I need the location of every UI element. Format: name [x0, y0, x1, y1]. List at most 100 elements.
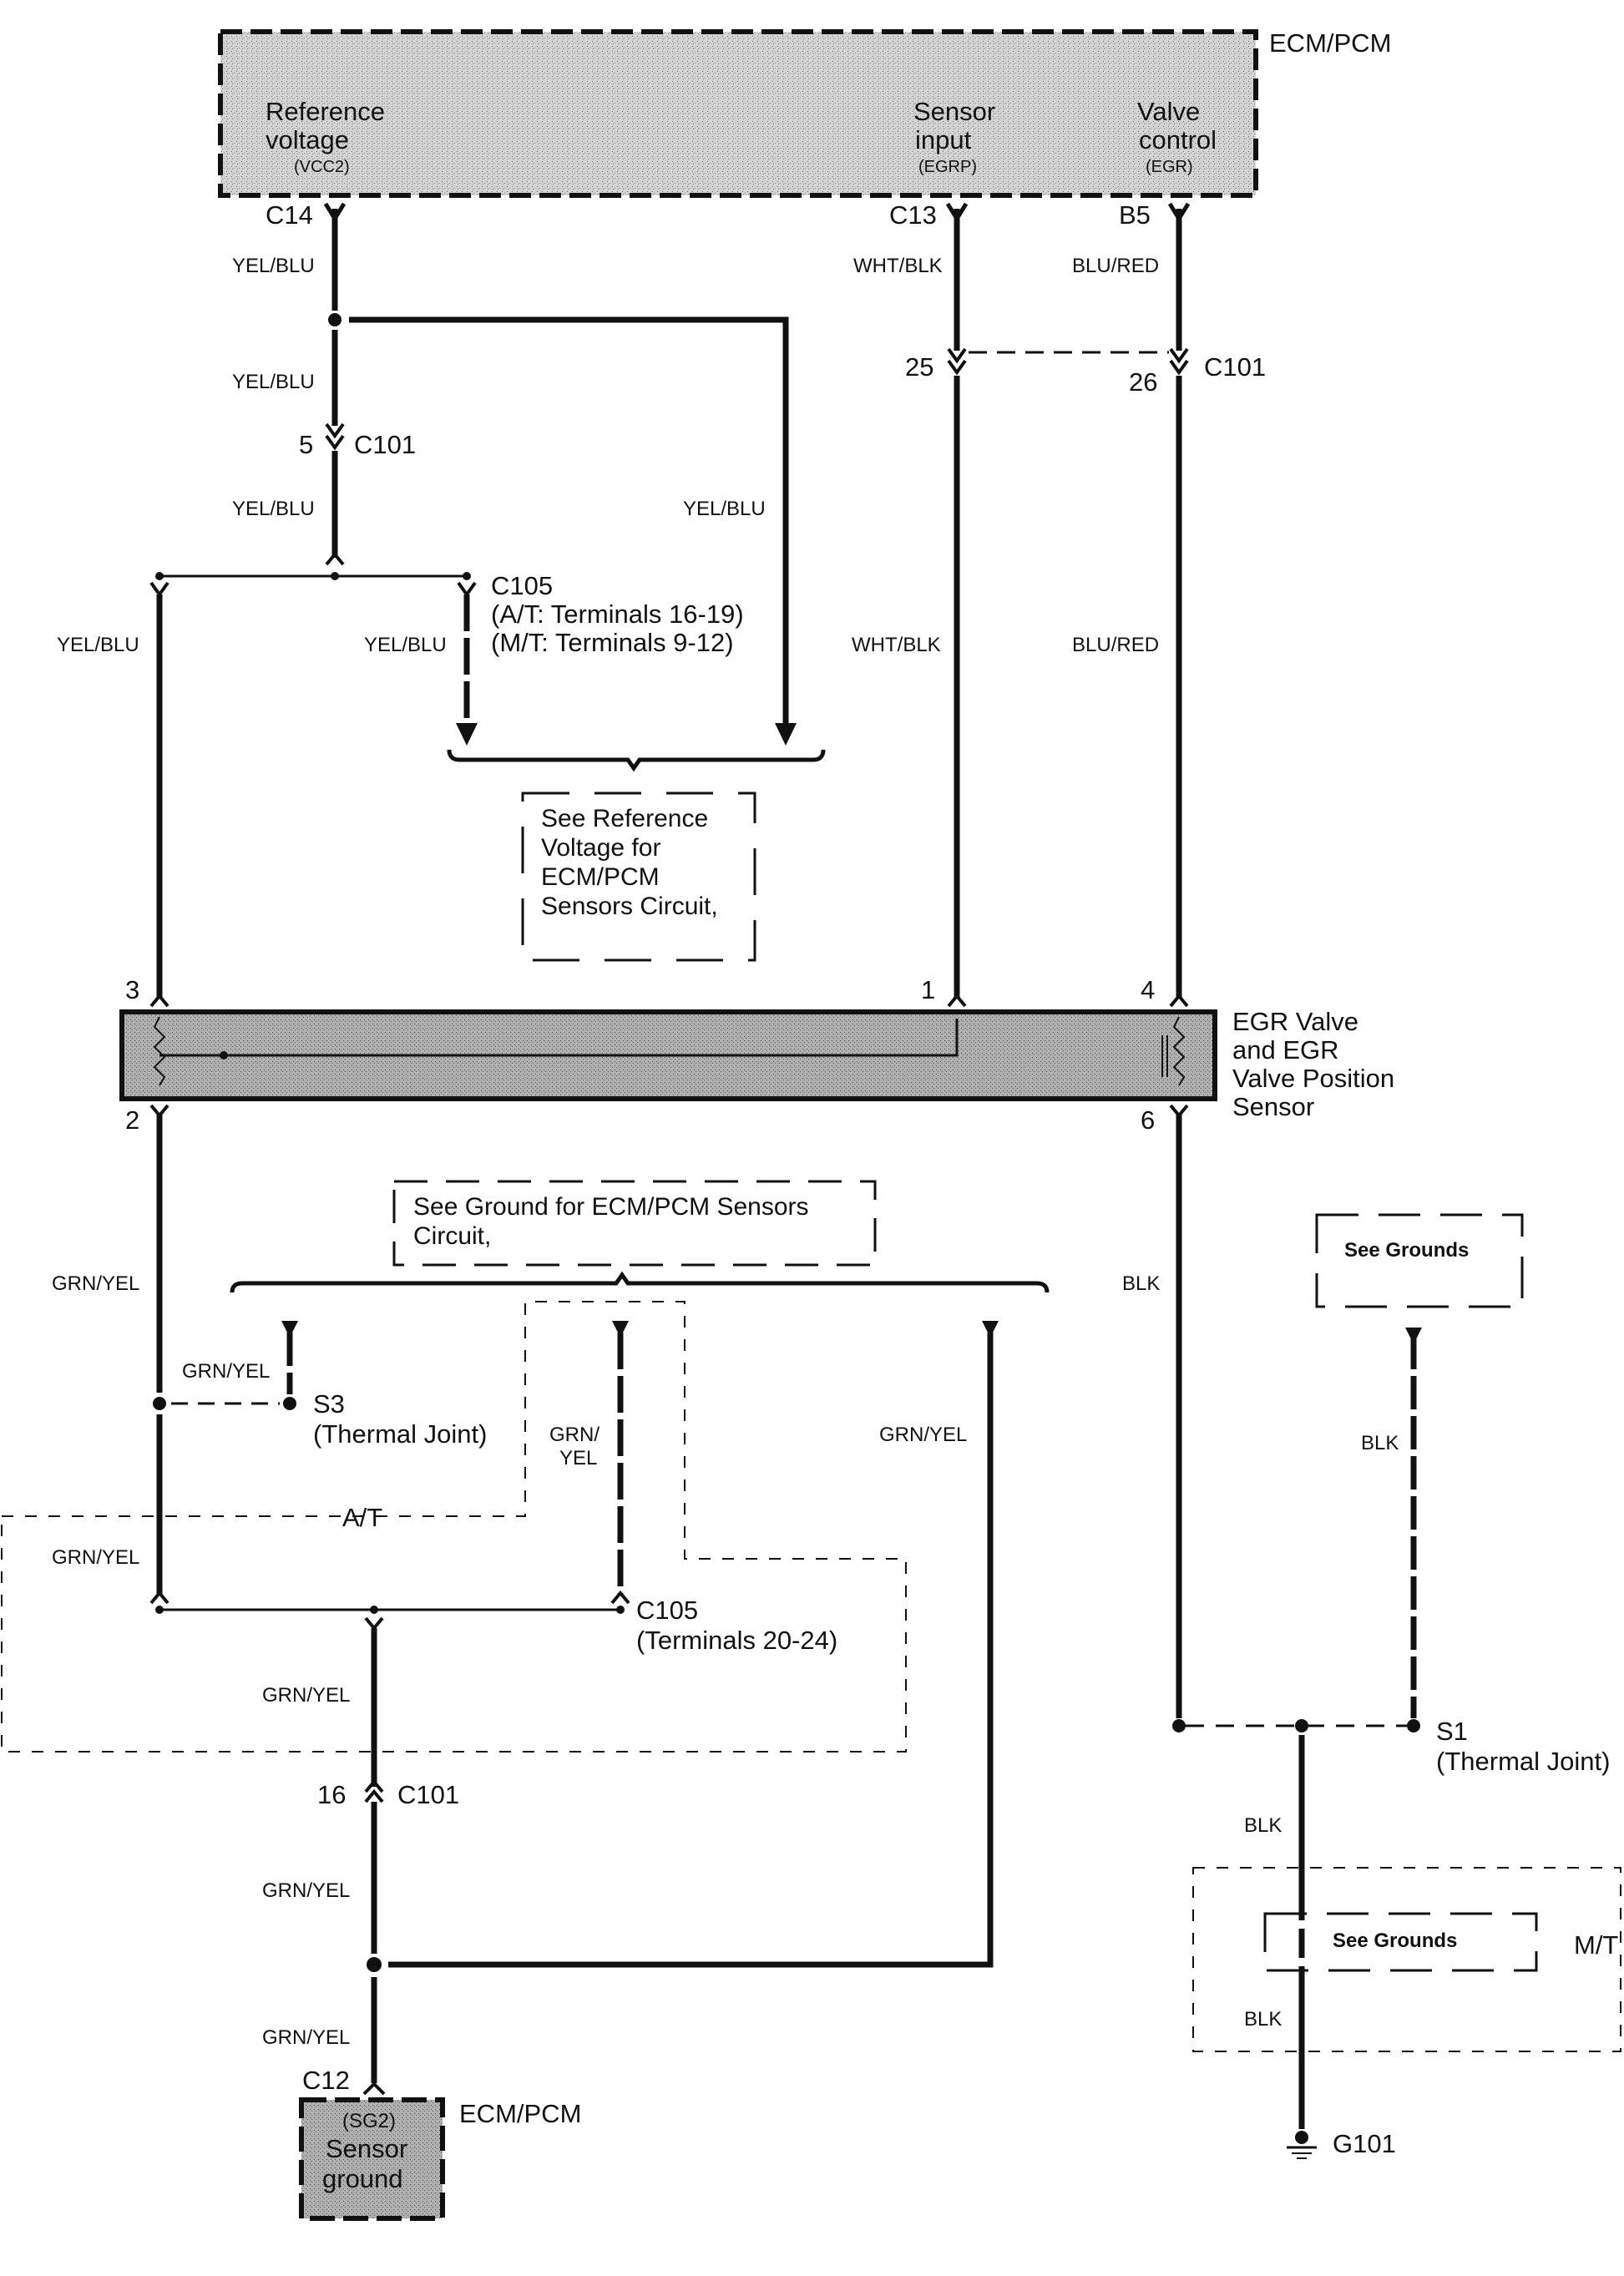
note-line: ECM/PCM [541, 863, 660, 891]
splice-points [153, 313, 1420, 1972]
wire-label: YEL/BLU [683, 498, 766, 520]
wire-label: BLU/RED [1072, 255, 1159, 277]
c12-terminal-icon [362, 2081, 386, 2096]
c101-pin25-connector-icon [947, 347, 967, 376]
egr-pin-6: 6 [1141, 1105, 1155, 1135]
pin-name-sensor-2: input [915, 125, 972, 154]
egr-pin-1: 1 [921, 975, 935, 1004]
s3-description: (Thermal Joint) [313, 1419, 487, 1449]
egr-name-line: and EGR [1232, 1035, 1339, 1065]
note-line: See Reference [541, 805, 708, 832]
wire-label: BLK [1122, 1272, 1160, 1295]
c101-pin5-connector-icon [325, 422, 345, 451]
c105-connector-icon [149, 581, 477, 598]
wire-label: YEL [559, 1447, 597, 1469]
wire-label: GRN/YEL [879, 1424, 967, 1446]
splice-dot [331, 572, 339, 580]
wire-label: GRN/YEL [262, 2026, 350, 2049]
wire-label: BLK [1361, 1432, 1399, 1454]
female-terminal-icon [364, 1616, 384, 1631]
ground-note[interactable]: See Ground for ECM/PCM Sensors Circuit, [392, 1180, 877, 1267]
s1-label: S1 [1436, 1717, 1468, 1746]
see-grounds-mt-note[interactable]: See Grounds [1263, 1912, 1538, 1972]
note-line: Voltage for [541, 834, 660, 862]
note-line: See Ground for ECM/PCM Sensors [413, 1193, 809, 1221]
c105-lower-connector-icon [149, 1590, 630, 1605]
wire-label: YEL/BLU [232, 371, 315, 393]
wire-label: GRN/YEL [262, 1879, 350, 1902]
c105-mt-terminals: (M/T: Terminals 9-12) [491, 628, 734, 657]
note-line: Sensors Circuit, [541, 893, 718, 920]
reference-voltage-note[interactable]: See Reference Voltage for ECM/PCM Sensor… [521, 792, 756, 962]
note-box [521, 792, 756, 962]
ecm-pcm-top-module: ECM/PCM Reference voltage (VCC2) Sensor … [218, 28, 1391, 198]
see-grounds-label: See Grounds [1344, 1239, 1469, 1262]
egr-pin-3: 3 [125, 975, 139, 1004]
s1-dot [1407, 1719, 1420, 1732]
male-terminal-icon [325, 551, 345, 566]
wire-label: WHT/BLK [853, 255, 943, 277]
reference-voltage-brace [447, 749, 826, 772]
sensor-ground-box [299, 2097, 445, 2221]
arrow-down-icon [1405, 1328, 1422, 1344]
s3-label: S3 [313, 1389, 345, 1419]
c101-pin26-connector-icon [1169, 347, 1189, 376]
egr-name-line: Sensor [1232, 1092, 1314, 1121]
c101-pin-16: 16 [317, 1780, 346, 1809]
note-box [392, 1180, 877, 1267]
ecm-pcm-bottom-title: ECM/PCM [459, 2099, 581, 2128]
arrow-down-icon [775, 723, 797, 746]
c101-label: C101 [354, 430, 416, 459]
splice-dot [367, 1957, 382, 1972]
at-label: A/T [342, 1503, 382, 1532]
blk-ground-section: BLK See Grounds BLK S1 (Thermal Joint) B… [1122, 1213, 1621, 2159]
wire-yel-blu-right-branch [349, 316, 789, 726]
s1-mid-dot [1295, 1719, 1308, 1732]
c101-label: C101 [397, 1780, 459, 1809]
egr-pin-2: 2 [125, 1105, 139, 1135]
pin-name-sensor-1: Sensor [913, 97, 995, 126]
egr-top-terminal-icon [149, 993, 1189, 1008]
pin-name-valve-2: control [1139, 125, 1217, 154]
arrow-down-icon [456, 723, 478, 746]
upper-wire-labels: YEL/BLU YEL/BLU 5 C101 YEL/BLU YEL/BLU Y… [57, 255, 1266, 657]
connector-symbols [149, 347, 1189, 2096]
ground-brace [230, 1271, 1050, 1293]
s1-description: (Thermal Joint) [1436, 1747, 1610, 1776]
ecm-top-pins: C14 C13 B5 [266, 200, 1191, 230]
wiper-dot [220, 1051, 228, 1060]
wire-label: GRN/YEL [262, 1684, 350, 1707]
wire-label: YEL/BLU [232, 255, 315, 277]
splice-dot [328, 313, 341, 326]
note-line: Circuit, [413, 1222, 491, 1250]
c105-label: C105 [491, 571, 553, 600]
pin-signal-vcc2: (VCC2) [294, 158, 350, 176]
wires [156, 209, 1417, 2129]
pin-name-reference-1: Reference [266, 97, 385, 126]
c105-at-terminals: (A/T: Terminals 16-19) [491, 599, 744, 629]
arrow-down-icon [982, 1321, 999, 1338]
g101-label: G101 [1333, 2129, 1396, 2158]
note-box [1315, 1213, 1524, 1308]
arrows [281, 723, 1422, 1344]
ground-wire-labels: GRN/YEL GRN/YEL S3 (Thermal Joint) GRN/ … [52, 1272, 967, 2049]
c105-lower-terminals: (Terminals 20-24) [636, 1626, 837, 1655]
c101-pin-25: 25 [905, 352, 933, 382]
wire-label: YEL/BLU [364, 634, 447, 656]
wire-label: BLK [1244, 1814, 1282, 1837]
egr-name-line: EGR Valve [1232, 1007, 1358, 1036]
pin-signal-egr: (EGR) [1146, 158, 1193, 176]
arrow-down-icon [612, 1321, 629, 1338]
arrow-down-icon [281, 1321, 298, 1338]
mt-region-outline [1192, 1867, 1621, 2052]
wire-label: YEL/BLU [57, 634, 139, 656]
mt-label: M/T [1574, 1930, 1618, 1960]
ground-symbol-icon [1287, 2131, 1317, 2159]
see-grounds-top-note[interactable]: See Grounds [1315, 1213, 1524, 1308]
wire-label: BLU/RED [1072, 634, 1159, 656]
c101-pin16-connector-icon [364, 1778, 384, 1803]
note-box [1263, 1912, 1538, 1972]
wire-label: GRN/YEL [52, 1546, 139, 1569]
pin-c13: C13 [889, 200, 937, 230]
female-terminal-icon [323, 202, 1191, 223]
